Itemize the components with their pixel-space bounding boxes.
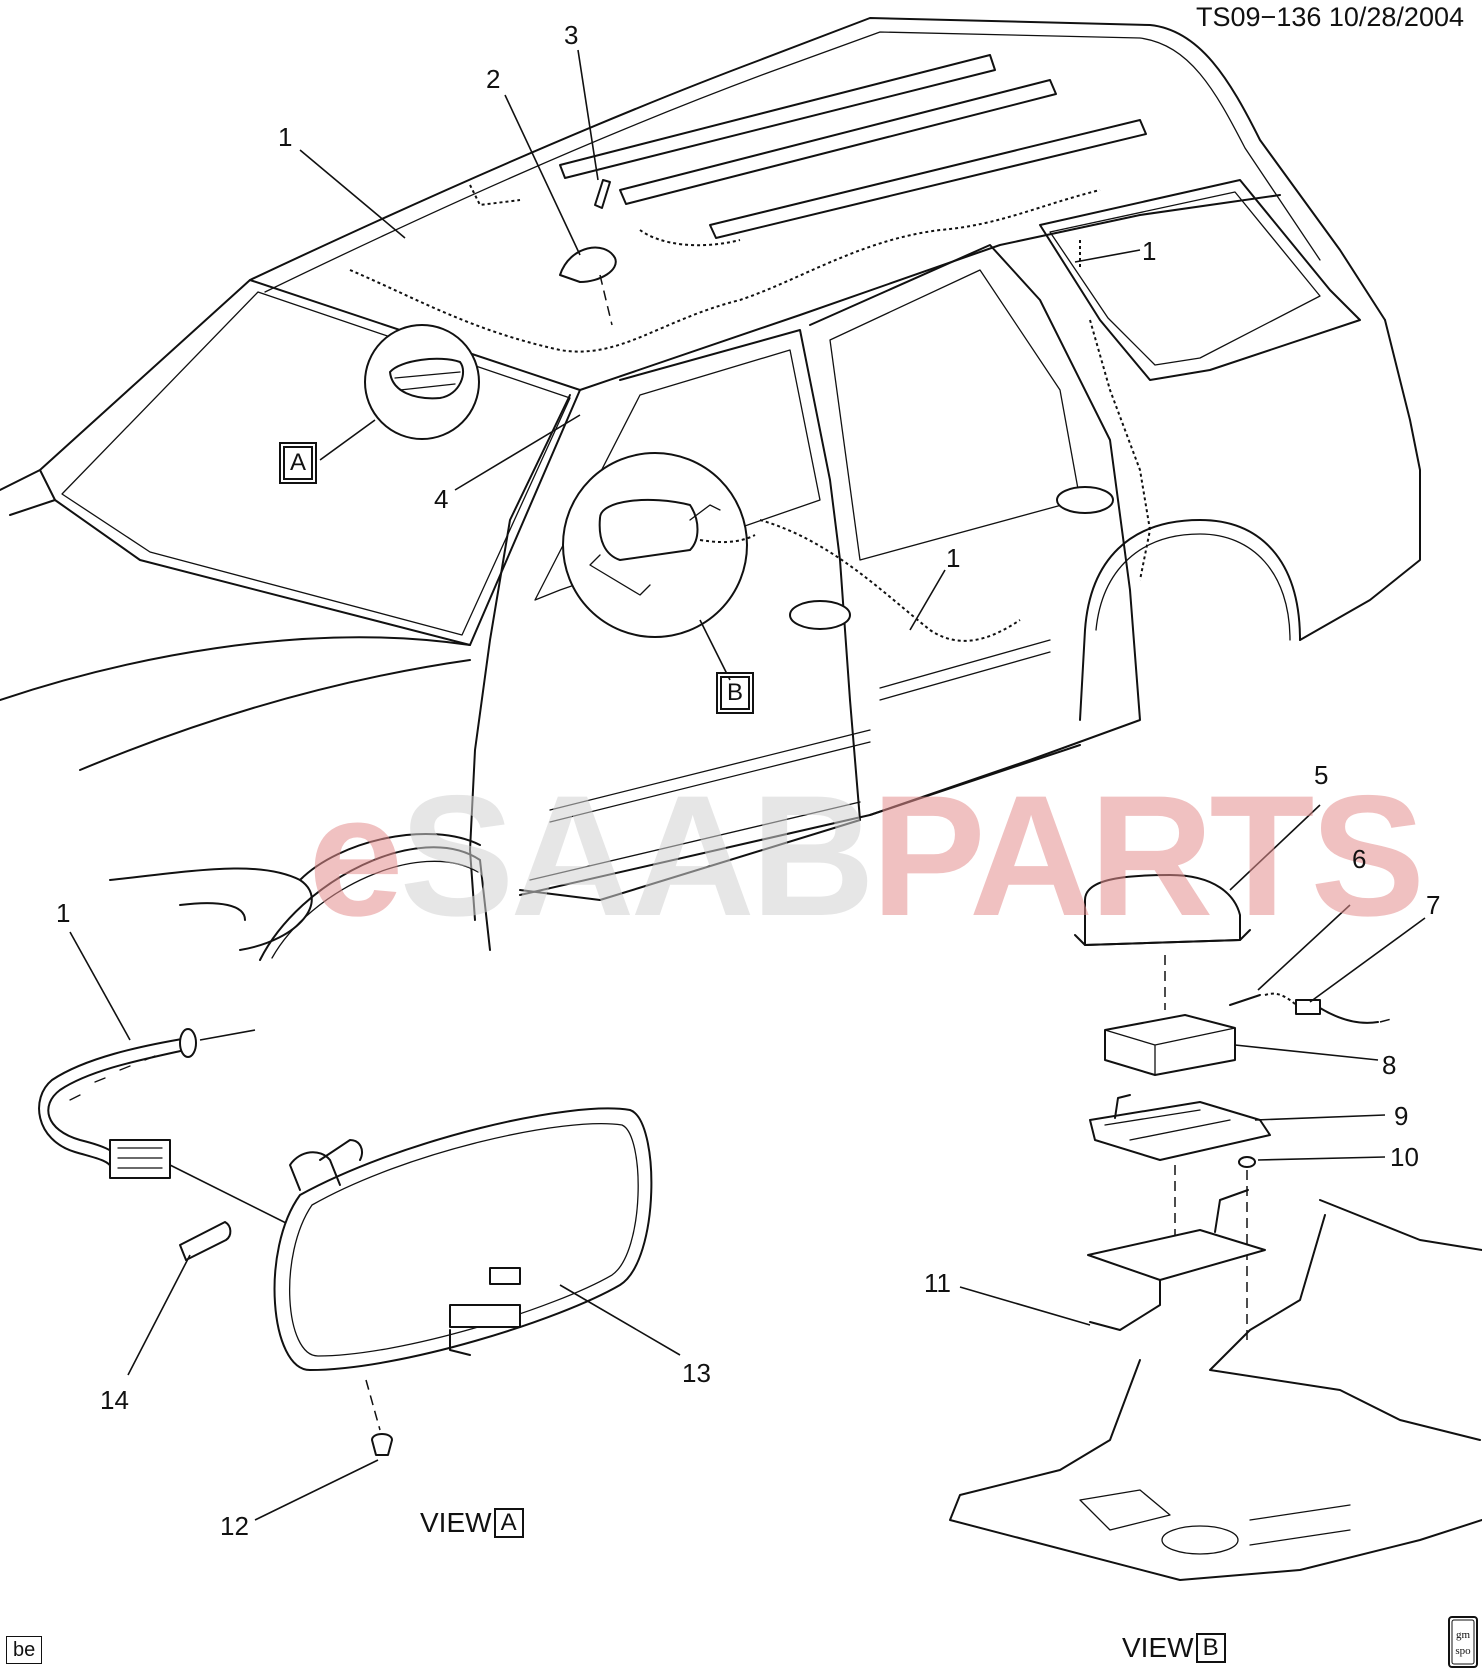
callout-10: 10	[1390, 1142, 1419, 1172]
view-a-drawing	[38, 1028, 681, 1521]
callout-2: 2	[486, 64, 501, 94]
callout-1: 1	[278, 122, 293, 152]
callout-6: 6	[1352, 844, 1367, 874]
document-id: TS09−136 10/28/2004	[1196, 2, 1464, 32]
callout-14: 14	[100, 1385, 129, 1415]
corner-tag: be	[6, 1636, 43, 1664]
view-b-letter: B	[1195, 1633, 1226, 1663]
callout-4: 4	[434, 484, 449, 514]
callout-8: 8	[1382, 1050, 1397, 1080]
detail-circle-b	[562, 452, 756, 681]
detail-circle-a	[319, 324, 480, 461]
callout-3: 3	[564, 20, 579, 50]
callout-13: 13	[682, 1358, 711, 1388]
view-a-label: VIEW A	[420, 1508, 524, 1538]
callout-1: 1	[1142, 236, 1157, 266]
detail-marker-a: A	[283, 446, 314, 480]
wiring-harness	[349, 184, 1152, 642]
view-b-label: VIEW B	[1122, 1633, 1226, 1663]
callout-1: 1	[946, 543, 961, 573]
callout-11: 11	[924, 1268, 951, 1298]
gm-spo-logo: gm spo	[1448, 1616, 1478, 1668]
leader-lines-upper	[299, 49, 1141, 631]
view-a-letter: A	[493, 1508, 524, 1538]
svg-text:spo: spo	[1455, 1645, 1471, 1657]
detail-marker-b: B	[720, 676, 751, 710]
callout-7: 7	[1426, 890, 1441, 920]
callout-9: 9	[1394, 1101, 1409, 1131]
view-b-word: VIEW	[1122, 1632, 1194, 1663]
svg-text:gm: gm	[1456, 1629, 1471, 1641]
callout-5: 5	[1314, 760, 1329, 790]
callout-1: 1	[56, 898, 71, 928]
roof-antenna	[559, 179, 617, 326]
view-a-word: VIEW	[420, 1507, 492, 1538]
callout-12: 12	[220, 1511, 249, 1541]
watermark: eSAABPARTS	[308, 760, 1425, 952]
view-b-drawing	[949, 804, 1482, 1581]
